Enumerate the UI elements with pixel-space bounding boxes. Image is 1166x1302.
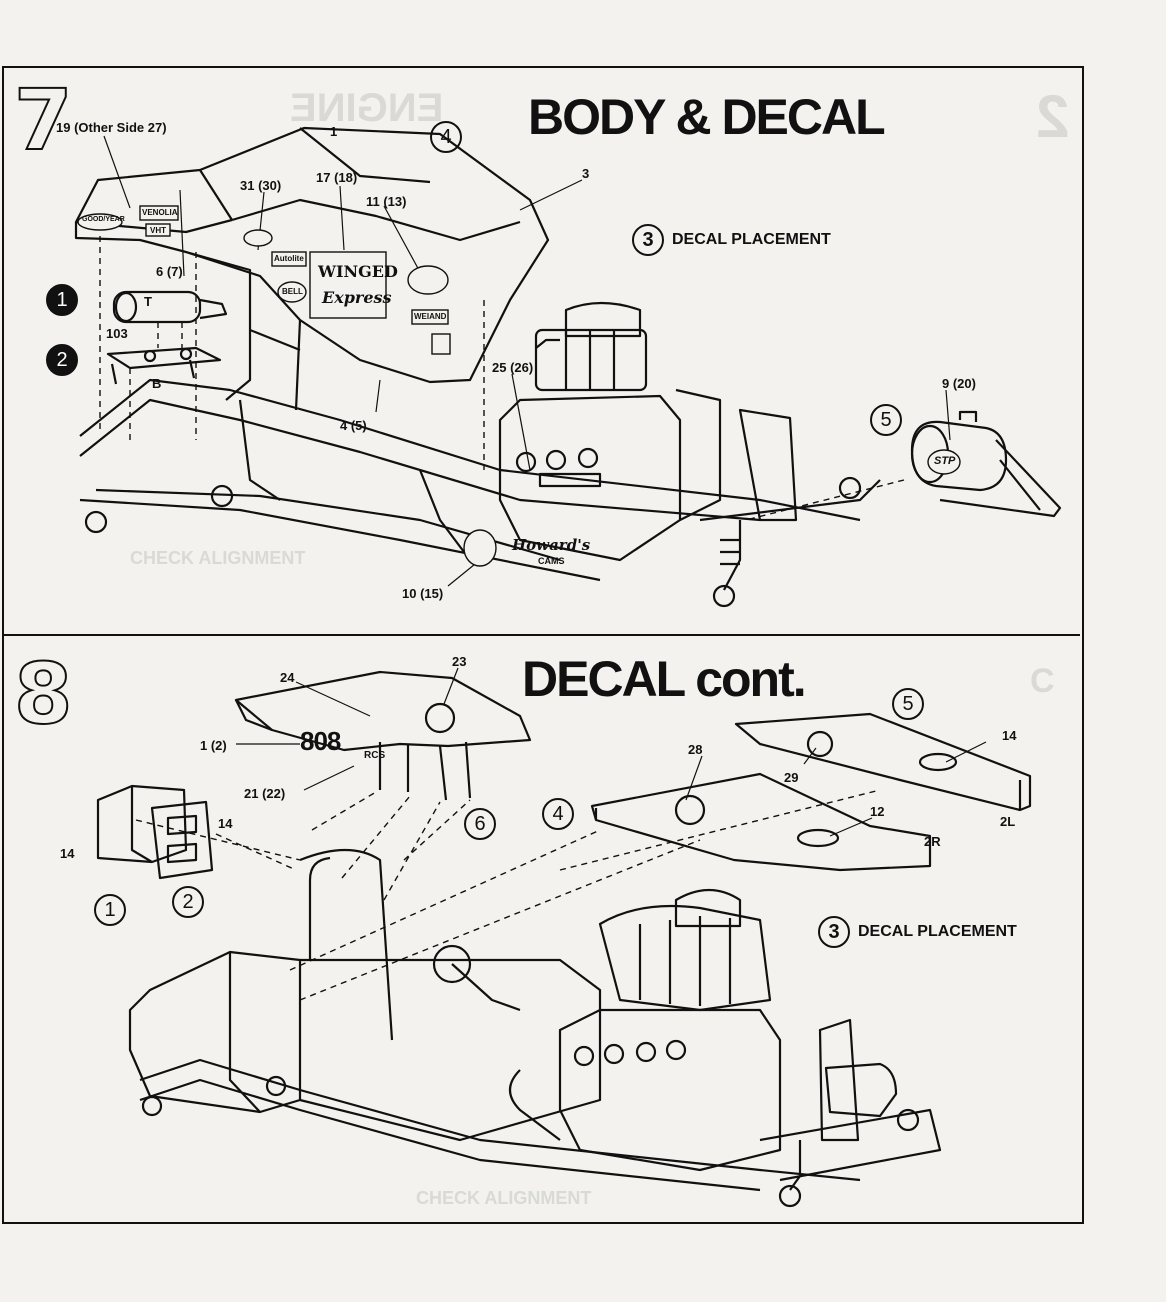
decal-placement-note: 3 DECAL PLACEMENT bbox=[818, 916, 1017, 948]
stp-decal: STP bbox=[934, 455, 956, 467]
substep-marker: 1 bbox=[94, 894, 126, 926]
part-label: 17 (18) bbox=[316, 170, 358, 185]
part-label: 103 bbox=[106, 326, 128, 341]
substep-marker: 2 bbox=[46, 344, 78, 376]
substep-marker: 6 bbox=[464, 808, 496, 840]
decal-placement-note: 3 DECAL PLACEMENT bbox=[632, 224, 831, 256]
step7-illustration bbox=[74, 126, 1062, 608]
substep-marker: 3 bbox=[632, 224, 664, 256]
part-label: 1 bbox=[330, 124, 338, 139]
part-label: 14 bbox=[218, 816, 233, 831]
step-number: 7 bbox=[13, 71, 73, 169]
substep-marker: 5 bbox=[892, 688, 924, 720]
substep-marker: 5 bbox=[870, 404, 902, 436]
number-808-decal: 808 bbox=[300, 726, 341, 756]
part-label: 31 (30) bbox=[240, 178, 282, 193]
part-label: 3 bbox=[582, 166, 590, 181]
winged-decal: WINGED bbox=[318, 262, 398, 281]
substep-marker: 2 bbox=[172, 886, 204, 918]
goodyear-decal: GOOD/YEAR bbox=[82, 216, 125, 223]
substep-marker: 1 bbox=[46, 284, 78, 316]
express-decal: Express bbox=[322, 288, 392, 307]
weiand-decal: WEIAND bbox=[414, 312, 447, 321]
placement-text: DECAL PLACEMENT bbox=[672, 231, 831, 248]
step-number: 8 bbox=[13, 645, 73, 743]
part-label: 28 bbox=[688, 742, 703, 757]
part-label: T bbox=[144, 294, 152, 309]
part-label: 12 bbox=[870, 804, 885, 819]
part-label: 23 bbox=[452, 654, 467, 669]
step-divider bbox=[2, 634, 1080, 636]
cams-decal: CAMS bbox=[538, 556, 565, 566]
part-label: 4 (5) bbox=[340, 418, 367, 433]
substep-marker: 3 bbox=[818, 916, 850, 948]
part-label: 14 bbox=[1002, 728, 1017, 743]
part-label: 6 (7) bbox=[156, 264, 183, 279]
part-label: 25 (26) bbox=[492, 360, 534, 375]
substep-marker: 4 bbox=[542, 798, 574, 830]
placement-text: DECAL PLACEMENT bbox=[858, 923, 1017, 940]
part-label: 10 (15) bbox=[402, 586, 444, 601]
bell-decal: BELL bbox=[282, 287, 303, 296]
part-label: 9 (20) bbox=[942, 376, 976, 391]
part-label: 24 bbox=[280, 670, 295, 685]
part-label: 2L bbox=[1000, 814, 1016, 829]
venolia-decal: VENOLIA bbox=[142, 208, 178, 217]
instruction-frame bbox=[2, 66, 1084, 1224]
vht-decal: VHT bbox=[150, 226, 166, 235]
part-label: 19 (Other Side 27) bbox=[56, 120, 167, 135]
part-label: 14 bbox=[60, 846, 75, 861]
rcs-decal: RCS bbox=[364, 750, 386, 761]
step-title: BODY & DECAL bbox=[528, 89, 886, 145]
part-label: B bbox=[152, 376, 162, 391]
part-label: 11 (13) bbox=[366, 194, 407, 209]
autolite-decal: Autolite bbox=[274, 254, 304, 263]
howards-decal: Howard's bbox=[512, 536, 591, 554]
part-label: 21 (22) bbox=[244, 786, 286, 801]
part-label: 29 bbox=[784, 770, 799, 785]
substep-marker: 4 bbox=[430, 121, 462, 153]
part-label: 1 (2) bbox=[200, 738, 227, 753]
step-title: DECAL cont. bbox=[522, 651, 807, 707]
part-label: 2R bbox=[924, 834, 941, 849]
